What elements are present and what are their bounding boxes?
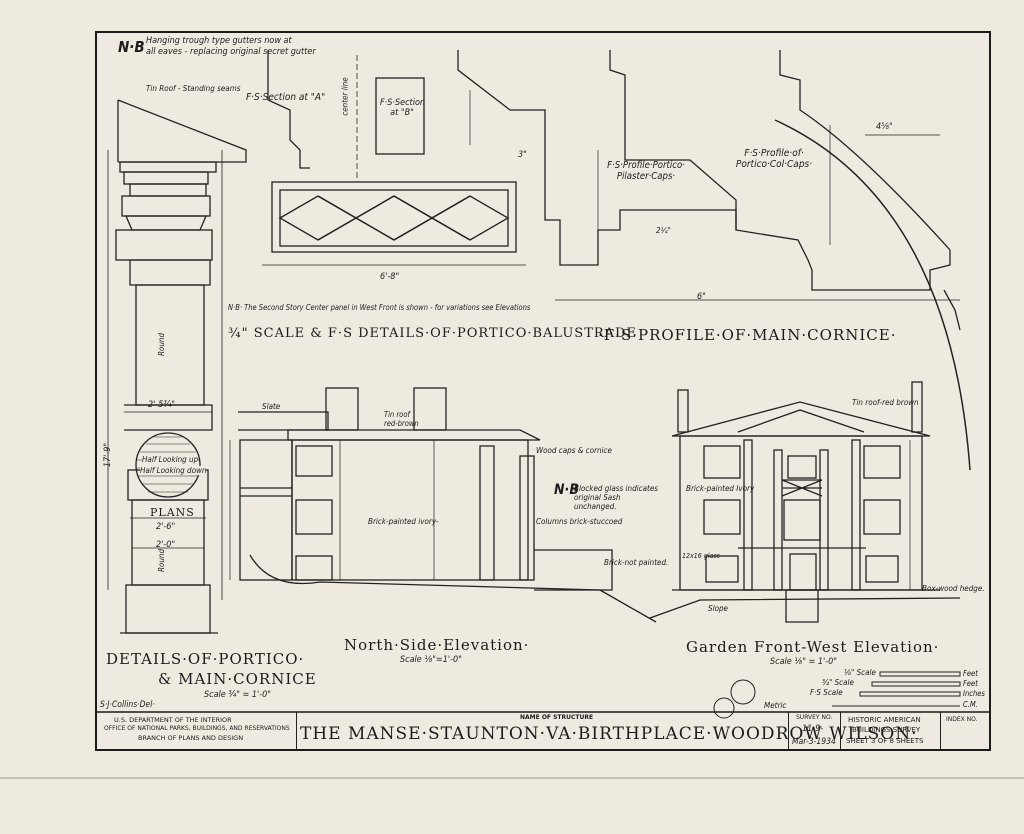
glass-label: 12x16 glass xyxy=(682,552,720,560)
scale-feet2-label: Feet xyxy=(963,679,978,688)
tin-roof-north-label: Tin roof red-brown xyxy=(384,410,419,428)
dim-4-5-8: 4⅝" xyxy=(876,122,893,132)
scale-bars xyxy=(832,671,961,707)
nb-blocked-mark: N·B xyxy=(554,482,579,498)
delineator-credit: S·J·Collins·Del· xyxy=(100,700,155,710)
half-up-label: Half Looking up xyxy=(142,455,199,464)
pilaster-caps-label: F·S·Profile·Portico· Pilaster·Caps· xyxy=(607,160,685,182)
dim-2-5-3-4: 2'-5¾" xyxy=(148,400,176,410)
portico-scale: Scale ¾" = 1'-0" xyxy=(204,690,272,700)
boxwood-label: Box-wood hedge. xyxy=(922,584,985,593)
section-a-profile xyxy=(267,50,310,169)
title-block-divider-4 xyxy=(940,712,941,750)
title-block-divider-2 xyxy=(788,712,789,750)
portico-column-drawing xyxy=(107,99,247,634)
scale-inches-label: Inches xyxy=(963,689,985,698)
scale-eighth-label: ⅛" Scale xyxy=(844,668,876,677)
center-line-label: center line xyxy=(340,77,350,116)
habs-line1: HISTORIC AMERICAN xyxy=(848,716,921,724)
column-plan-circle xyxy=(135,432,201,498)
dim-2-1-4: 2¼" xyxy=(656,226,671,235)
wood-caps-label: Wood caps & cornice xyxy=(536,446,612,455)
nb-top-line2: all eaves - replacing original secret gu… xyxy=(146,47,316,57)
nb-top-line1: Hanging trough type gutters now at xyxy=(146,36,292,46)
tin-roof-garden-label: Tin roof-red brown xyxy=(852,398,919,407)
garden-elevation-drawing xyxy=(649,381,961,623)
scale-three-quarter-label: ¾" Scale xyxy=(822,678,854,687)
slope-label: Slope xyxy=(708,604,728,613)
dim-3: 3" xyxy=(518,150,527,160)
dim-17-9: 17'-9" xyxy=(103,442,114,468)
sheet-number: SHEET 3 OF 8 SHEETS xyxy=(846,737,924,745)
round-label-upper: Round xyxy=(157,332,167,357)
brick-ivory-label: Brick-painted ivory- xyxy=(368,517,439,526)
habs-line2: BUILDINGS SURVEY xyxy=(852,726,921,734)
dim-6-8: 6'-8" xyxy=(380,272,400,282)
agency-line3: BRANCH OF PLANS AND DESIGN xyxy=(138,734,244,742)
garden-elevation-scale: Scale ⅛" = 1'-0" xyxy=(770,657,838,667)
dim-2-6: 2'-6" xyxy=(156,522,176,532)
scale-feet-label: Feet xyxy=(963,669,978,678)
balustrade-title: ¾" SCALE & F·S DETAILS·OF·PORTICO·BALUST… xyxy=(228,326,637,341)
portico-title-line1: DETAILS·OF·PORTICO· xyxy=(106,650,305,668)
title-block-divider-3 xyxy=(840,712,841,750)
section-b-profile xyxy=(375,77,425,155)
north-elevation-title: North·Side·Elevation· xyxy=(344,636,530,654)
agency-line1: U.S. DEPARTMENT OF THE INTERIOR xyxy=(114,716,232,724)
scale-fs-label: F·S Scale xyxy=(810,688,843,697)
scale-metric-label: Metric xyxy=(764,701,787,710)
nb-blocked-note: Blocked glass indicates original Sash un… xyxy=(574,484,659,511)
sheet-border xyxy=(95,31,991,751)
half-down-label: Half Looking down xyxy=(140,466,207,475)
brick-not-painted-label: Brick-not painted. xyxy=(604,558,669,567)
dim-2-0: 2'-0" xyxy=(156,540,176,550)
nb-top-mark: N·B xyxy=(118,38,145,56)
plans-label: PLANS xyxy=(150,506,195,519)
brick-ivory-garden-label: Brick-painted Ivory xyxy=(686,484,755,493)
name-of-structure-label: NAME OF STRUCTURE xyxy=(520,714,594,721)
survey-date: Mar-3-1934 xyxy=(792,737,836,747)
section-b-label: F·S·Section at "B" xyxy=(380,98,426,118)
agency-line2: OFFICE OF NATIONAL PARKS, BUILDINGS, AND… xyxy=(104,725,290,732)
north-elevation-drawing xyxy=(238,387,657,623)
round-label-lower: Round xyxy=(157,548,167,573)
cornice-title: ·F·S·PROFILE·OF·MAIN·CORNICE· xyxy=(598,326,897,344)
main-cornice-profile xyxy=(457,50,971,471)
survey-seal-2 xyxy=(713,697,735,719)
survey-seal xyxy=(730,679,756,705)
portico-title-line2: & MAIN·CORNICE xyxy=(158,670,317,688)
column-plan-hatch xyxy=(137,436,199,493)
structure-name: THE MANSE·STAUNTON·VA·BIRTHPLACE·WOODROW… xyxy=(300,724,918,744)
index-no-label: INDEX NO. xyxy=(946,716,978,723)
north-elevation-scale: Scale ⅛"=1'-0" xyxy=(400,655,462,665)
columns-brick-label: Columns brick-stuccoed xyxy=(536,517,623,526)
dimension-lines xyxy=(124,90,940,590)
survey-no-label: SURVEY NO. xyxy=(796,714,833,721)
title-block-divider-1 xyxy=(296,712,297,750)
tin-roof-note: Tin Roof - Standing seams xyxy=(146,84,241,93)
section-a-label: F·S·Section at "A" xyxy=(246,92,326,103)
survey-number: 11-9- xyxy=(802,724,824,734)
slate-label: Slate xyxy=(262,402,281,411)
scale-cm-label: C.M. xyxy=(963,700,978,709)
garden-elevation-title: Garden Front-West Elevation· xyxy=(686,638,940,656)
col-caps-label: F·S·Profile·of· Portico·Col·Caps· xyxy=(735,148,813,170)
dim-6: 6" xyxy=(697,292,706,302)
balustrade-panel xyxy=(262,181,526,266)
balustrade-nb-note: N·B· The Second Story Center panel in We… xyxy=(228,303,531,312)
